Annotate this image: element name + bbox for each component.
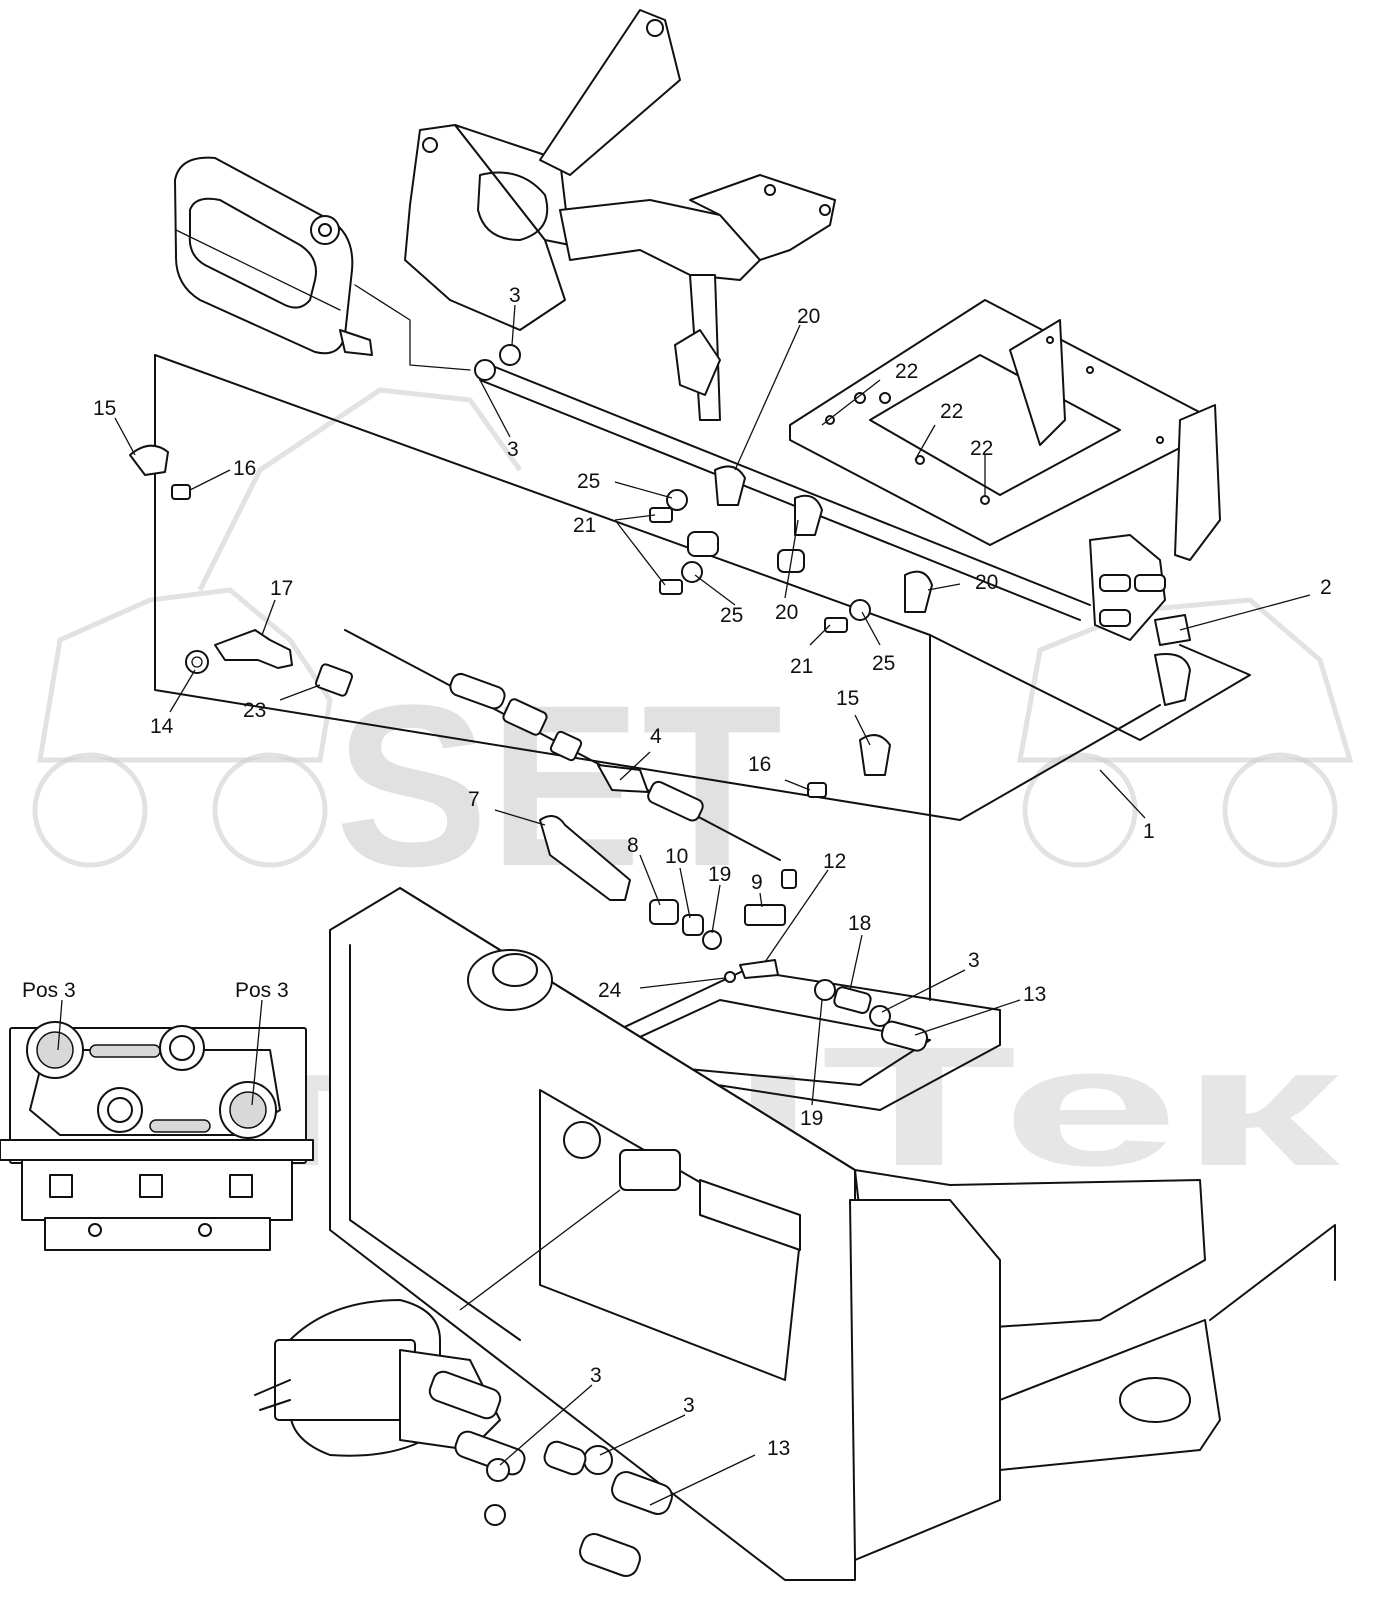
callout-3: 3 [509,284,521,307]
callout-20: 20 [797,305,820,328]
callout-16: 16 [748,753,771,776]
callout-13: 13 [767,1437,790,1460]
callout-3: 3 [590,1364,602,1387]
callout-20: 20 [775,601,798,624]
callout-24: 24 [598,979,622,1002]
callout-13: 13 [1023,983,1046,1006]
callout-15: 15 [836,687,859,710]
watermark-brand: SET [335,657,782,914]
callout-4: 4 [650,725,662,748]
callout-3: 3 [968,949,980,972]
callout-3: 3 [507,438,519,461]
callout-25: 25 [720,604,743,627]
callout-16: 16 [233,457,256,480]
callout-21: 21 [573,514,596,537]
frame-bracket [404,9,836,421]
callout-22: 22 [940,400,963,423]
leader-lines [114,304,1311,1506]
callout-21: 21 [790,655,813,678]
suction-filter-assembly [254,1299,673,1577]
inset-label-left: Pos 3 [22,979,76,1002]
callout-labels: 3 3 20 22 22 22 15 16 25 21 17 2 20 20 2… [93,284,1332,1460]
callout-20: 20 [975,571,998,594]
callout-25: 25 [577,470,600,493]
hydraulic-tank [329,887,1336,1581]
callout-8: 8 [627,834,639,857]
callout-2: 2 [1320,576,1332,599]
callout-12: 12 [823,850,846,873]
valve-block [1089,534,1191,706]
callout-14: 14 [150,715,174,738]
callout-25: 25 [872,652,895,675]
callout-23: 23 [243,699,266,722]
callout-22: 22 [970,437,993,460]
callout-10: 10 [665,845,688,868]
callout-1: 1 [1143,820,1155,843]
callout-15: 15 [93,397,116,420]
inset-label-right: Pos 3 [235,979,289,1002]
callout-17: 17 [270,577,293,600]
callout-3: 3 [683,1394,695,1417]
callout-18: 18 [848,912,871,935]
inset-detail-pos3: Pos 3 Pos 3 [0,979,314,1251]
watermark-tractor-right-icon [1017,597,1354,868]
callout-19: 19 [800,1107,823,1130]
callout-7: 7 [468,788,480,811]
callout-9: 9 [751,871,763,894]
callout-19: 19 [708,863,731,886]
oil-reservoir [174,156,373,356]
watermark-tractor-left-icon [32,387,523,868]
fittings [129,344,933,1052]
callout-22: 22 [895,360,918,383]
mount-frame [789,299,1221,561]
